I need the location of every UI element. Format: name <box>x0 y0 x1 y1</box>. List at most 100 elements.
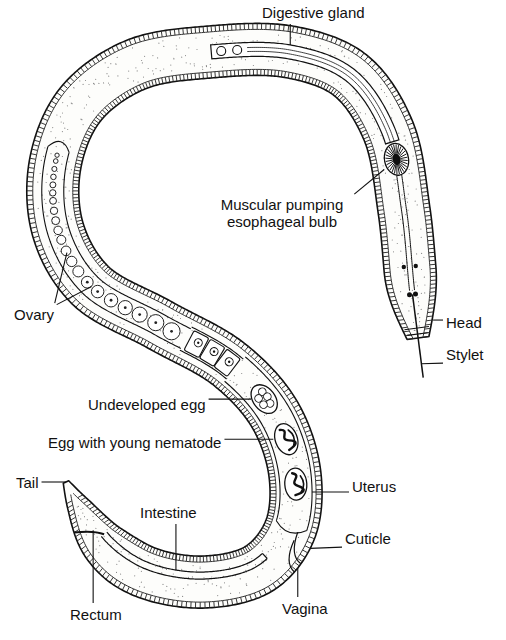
nerve-knob <box>414 264 418 268</box>
ovary-cell <box>54 226 62 234</box>
leader-line <box>433 320 443 321</box>
part-label: Stylet <box>446 346 484 363</box>
part-label: Ovary <box>14 306 54 323</box>
bulb-muscle-rays <box>383 142 410 176</box>
ovary-tip <box>48 141 69 152</box>
ovary-cell <box>73 266 84 277</box>
gland-canal <box>247 47 394 141</box>
digestive-gland <box>211 42 399 143</box>
ovary-cell <box>91 285 104 298</box>
egg-with-young-nematode <box>270 420 302 458</box>
leader-line <box>57 286 92 304</box>
egg-blastomere <box>258 399 269 410</box>
leader-line <box>175 524 176 570</box>
intestine <box>101 536 267 579</box>
esophagus <box>402 175 415 290</box>
uterus-end <box>276 521 306 533</box>
worm-body <box>27 23 437 608</box>
gland-canal <box>247 51 390 142</box>
oocyte <box>214 349 241 377</box>
uterus-wall <box>245 357 312 531</box>
ovary-cell <box>148 315 164 331</box>
oocyte-nucleus <box>193 337 204 348</box>
leader-line <box>297 568 298 597</box>
egg-with-young-nematode <box>284 467 308 500</box>
rectum <box>74 532 104 535</box>
ovary-cell <box>52 217 60 225</box>
leader-line <box>290 24 291 45</box>
ovary-cell <box>163 323 180 340</box>
body-stipple <box>37 35 425 598</box>
leader-line <box>209 399 252 400</box>
internal-organs <box>42 42 429 579</box>
part-label: Muscular pumping esophageal bulb <box>212 196 352 230</box>
body-outline <box>27 23 437 608</box>
leader-line <box>312 491 349 492</box>
uterus-wall <box>225 381 280 520</box>
part-label: Egg with young nematode <box>48 434 221 451</box>
intestine <box>107 532 263 572</box>
part-label: Cuticle <box>345 530 391 547</box>
part-label: Rectum <box>70 606 122 623</box>
young-nematode <box>292 473 304 496</box>
stylet-knob <box>407 292 412 297</box>
ovary-cell <box>50 197 57 204</box>
egg-shell <box>284 467 308 500</box>
leader-line <box>224 439 273 440</box>
ovary-cell <box>52 166 57 171</box>
ovary-cell <box>50 182 56 188</box>
cell-nucleus <box>110 299 113 302</box>
leader-line <box>42 481 66 482</box>
bulb-core <box>391 153 401 166</box>
leader-line <box>93 530 94 603</box>
stylet <box>412 294 423 377</box>
intestine-end <box>262 553 267 558</box>
cell-nucleus <box>96 290 99 293</box>
part-label: Undeveloped egg <box>88 396 206 413</box>
oocyte-nucleolus <box>197 341 200 344</box>
esophageal-bulb <box>382 141 412 177</box>
ovary-wall <box>42 146 181 348</box>
ovary-cell <box>104 294 117 307</box>
cell-nucleus <box>170 330 173 333</box>
oocyte-nucleus <box>224 356 235 367</box>
part-label: Intestine <box>140 504 197 521</box>
nerve-knob <box>402 265 406 269</box>
egg-shell <box>246 380 283 419</box>
leader-line <box>421 363 443 365</box>
ovary-wall <box>64 152 191 328</box>
ovary-cell <box>53 159 58 164</box>
oocyte-nucleus <box>209 346 220 357</box>
ovary-cell <box>51 174 57 180</box>
esophagus <box>397 175 410 290</box>
ovary-cell <box>132 307 147 322</box>
young-nematode-coil <box>300 476 304 492</box>
cell-nucleus <box>124 306 127 309</box>
ovary-cell <box>50 190 56 196</box>
cuticle-annulations <box>27 23 437 608</box>
stylet-knob <box>413 291 418 296</box>
part-label: Tail <box>16 474 39 491</box>
oocyte-nucleolus <box>227 360 230 363</box>
cuticle-inner-line <box>33 29 431 562</box>
oocyte-nucleolus <box>212 350 215 353</box>
part-label: Head <box>446 314 482 331</box>
vagina <box>289 540 294 572</box>
ovary-cell <box>118 301 132 315</box>
ovary-cell <box>50 207 57 214</box>
oocyte-wall <box>214 349 241 377</box>
leader-line <box>55 253 67 303</box>
part-label: Uterus <box>352 478 396 495</box>
undeveloped-egg <box>246 380 283 419</box>
young-nematode-coil <box>288 429 296 445</box>
young-nematode <box>280 426 298 450</box>
ovary-cell <box>57 235 66 244</box>
part-label: Digestive gland <box>262 4 365 21</box>
bulb-outline <box>382 141 412 177</box>
ovary-cell <box>67 256 77 266</box>
gland-nucleus <box>217 47 226 56</box>
